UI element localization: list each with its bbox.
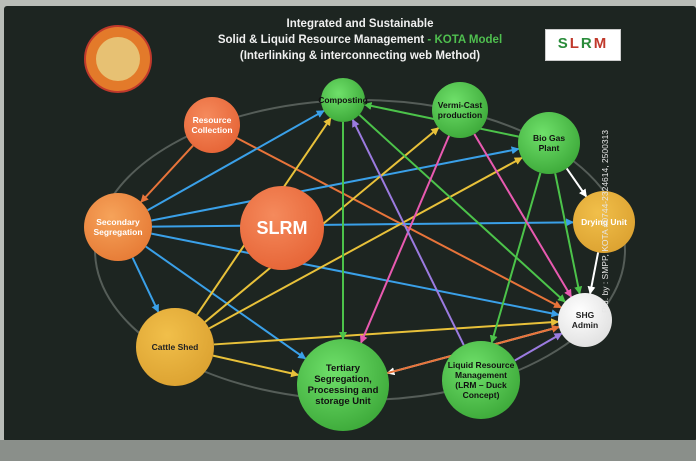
node-slrm: SLRM <box>240 186 324 270</box>
node-liquid-resource-management: Liquid Resource Management (LRM – Duck C… <box>442 341 520 419</box>
arrow-biogas-to-drying <box>565 167 588 198</box>
arrow-secondary-to-composting <box>147 109 325 212</box>
arrow-cattle-to-shg <box>213 318 560 346</box>
title-kota-model: - KOTA Model <box>424 34 503 46</box>
node-drying-unit: Drying Unit <box>573 191 635 253</box>
node-resource-collection: Resource Collection <box>184 97 240 153</box>
node-label: SLRM <box>256 218 308 238</box>
title-line-3: (Interlinking & interconnecting web Meth… <box>239 50 481 62</box>
node-label: Cattle Shed <box>151 342 199 352</box>
node-label: SHG Admin <box>571 310 599 330</box>
arrow-lrm-to-shg <box>514 332 563 362</box>
printer-credit: Ptd. by : SMPP, KOTA #0744-2324614, 2500… <box>600 129 610 313</box>
arrow-resource-to-shg <box>236 137 562 309</box>
arrow-biogas-to-lrm <box>489 172 542 344</box>
node-composting: Composting <box>318 78 368 122</box>
arrow-lrm-to-composting <box>351 118 465 346</box>
node-shg-admin: SHG Admin <box>558 293 612 347</box>
photo-background <box>0 440 696 461</box>
arrow-secondary-to-biogas <box>151 146 520 222</box>
arrow-secondary-to-drying <box>151 218 575 228</box>
node-label: Tertiary Segregation, Processing and sto… <box>307 363 379 407</box>
node-secondary-segregation: Secondary Segregation <box>84 193 152 261</box>
node-label: Liquid Resource Management (LRM – Duck C… <box>447 360 515 400</box>
node-vermi-cast: Vermi-Cast production <box>432 82 488 138</box>
arrow-vermi-to-shg <box>473 133 573 298</box>
title-line-1: Integrated and Sustainable <box>286 18 434 30</box>
node-label: Composting <box>318 95 368 105</box>
arrow-composting-to-shg <box>358 114 566 303</box>
node-label: Vermi-Cast production <box>437 100 483 120</box>
node-label: Secondary Segregation <box>93 217 143 237</box>
title-line-2: Solid & Liquid Resource Management - KOT… <box>80 33 640 48</box>
arrow-secondary-to-cattle <box>131 257 160 313</box>
arrow-vermi-to-tertiary <box>360 135 450 344</box>
node-cattle-shed: Cattle Shed <box>136 308 214 386</box>
arrow-secondary-to-shg <box>151 232 560 318</box>
arrow-cattle-to-biogas <box>208 156 523 330</box>
slrm-logo: SLRM <box>545 29 621 61</box>
arrow-drying-to-shg <box>587 252 600 295</box>
title-main: Solid & Liquid Resource Management <box>217 34 425 46</box>
municipal-emblem-logo <box>84 25 152 93</box>
arrow-biogas-to-shg <box>554 173 583 295</box>
node-label: Bio Gas Plant <box>532 133 566 153</box>
arrow-resource-to-secondary <box>140 144 194 203</box>
node-biogas-plant: Bio Gas Plant <box>518 112 580 174</box>
node-label: Drying Unit <box>581 217 627 227</box>
arrow-cattle-to-tertiary <box>212 354 300 378</box>
node-tertiary-unit: Tertiary Segregation, Processing and sto… <box>297 339 389 431</box>
node-label: Resource Collection <box>191 115 233 135</box>
